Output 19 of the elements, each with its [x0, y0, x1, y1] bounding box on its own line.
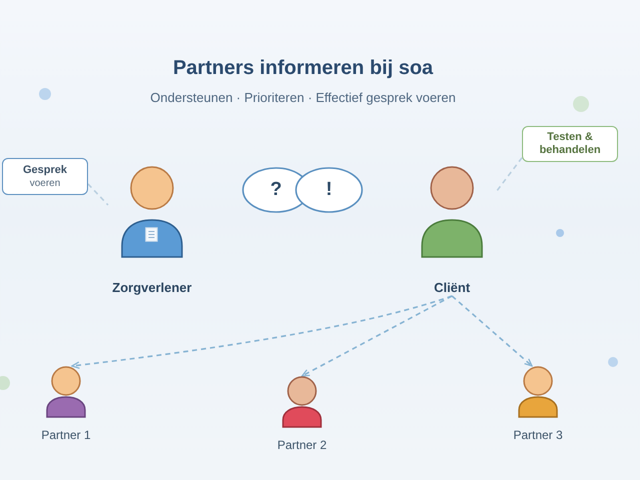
person-label: Zorgverlener: [112, 280, 192, 296]
person-label: Partner 2: [277, 438, 327, 453]
person-label: Partner 1: [41, 428, 91, 443]
subtitle: Ondersteunen · Prioriteren · Effectief gesprek voeren: [150, 90, 456, 105]
callout-box: [522, 126, 618, 162]
leader-line: [87, 183, 109, 206]
callout-text: Testen & behandelen: [538, 131, 602, 157]
callout-heading: Gesprek: [22, 164, 68, 176]
callout-text: voeren: [30, 176, 60, 190]
leader-line: [495, 157, 523, 192]
bubble-text: !: [326, 180, 332, 200]
dashed-arrow: [301, 295, 452, 377]
bubble-text: ?: [270, 180, 282, 200]
person-label: Partner 3: [513, 428, 563, 443]
title: Partners informeren bij soa: [172, 57, 434, 80]
dashed-arrow: [71, 295, 452, 369]
person-label: Cliënt: [434, 280, 470, 296]
callout-box: [2, 158, 88, 195]
dashed-arrow: [451, 295, 533, 367]
